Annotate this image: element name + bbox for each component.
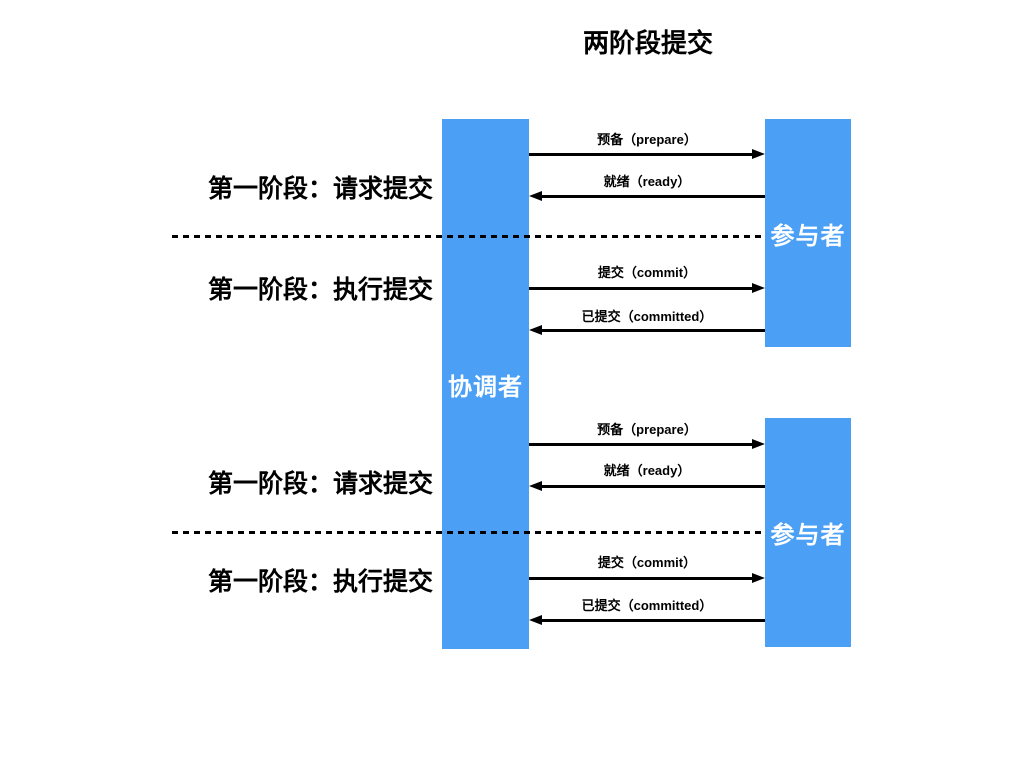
arrow-head-right-icon [752,438,765,449]
message-label-ready: 就绪（ready） [603,174,691,189]
message-label-commit: 提交（commit） [597,555,697,570]
participant-label: 参与者 [770,222,846,250]
arrow-head-right-icon [752,282,765,293]
arrow-shaft [529,287,754,290]
arrow-shaft [540,329,765,332]
arrow-shaft [529,577,754,580]
message-label-prepare: 预备（prepare） [597,132,697,147]
coordinator-box: 协调者 [442,119,529,649]
phase-label-request-bottom: 第一阶段：请求提交 [207,470,433,498]
arrow-shaft [529,443,754,446]
message-label-commit: 提交（commit） [597,265,697,280]
arrow-shaft [529,153,754,156]
phase-label-request-top: 第一阶段：请求提交 [207,175,433,203]
participant-box-bottom: 参与者 [765,418,851,647]
arrow-head-left-icon [529,480,542,491]
message-label-prepare: 预备（prepare） [597,422,697,437]
participant-box-top: 参与者 [765,119,851,347]
arrow-shaft [540,195,765,198]
phase-label-execute-top: 第一阶段：执行提交 [207,276,433,304]
arrow-head-left-icon [529,324,542,335]
participant-label: 参与者 [770,522,846,549]
coordinator-label: 协调者 [448,373,523,401]
message-label-committed: 已提交（committed） [581,309,713,324]
phase-divider-top [172,235,765,238]
page-title: 两阶段提交 [582,28,713,58]
arrow-shaft [540,485,765,488]
arrow-head-left-icon [529,614,542,625]
arrow-head-right-icon [752,572,765,583]
phase-divider-bottom [172,531,765,534]
arrow-shaft [540,619,765,622]
message-label-committed: 已提交（committed） [581,598,713,613]
arrow-head-left-icon [529,190,542,201]
arrow-head-right-icon [752,148,765,159]
message-label-ready: 就绪（ready） [603,463,691,478]
phase-label-execute-bottom: 第一阶段：执行提交 [207,568,433,596]
